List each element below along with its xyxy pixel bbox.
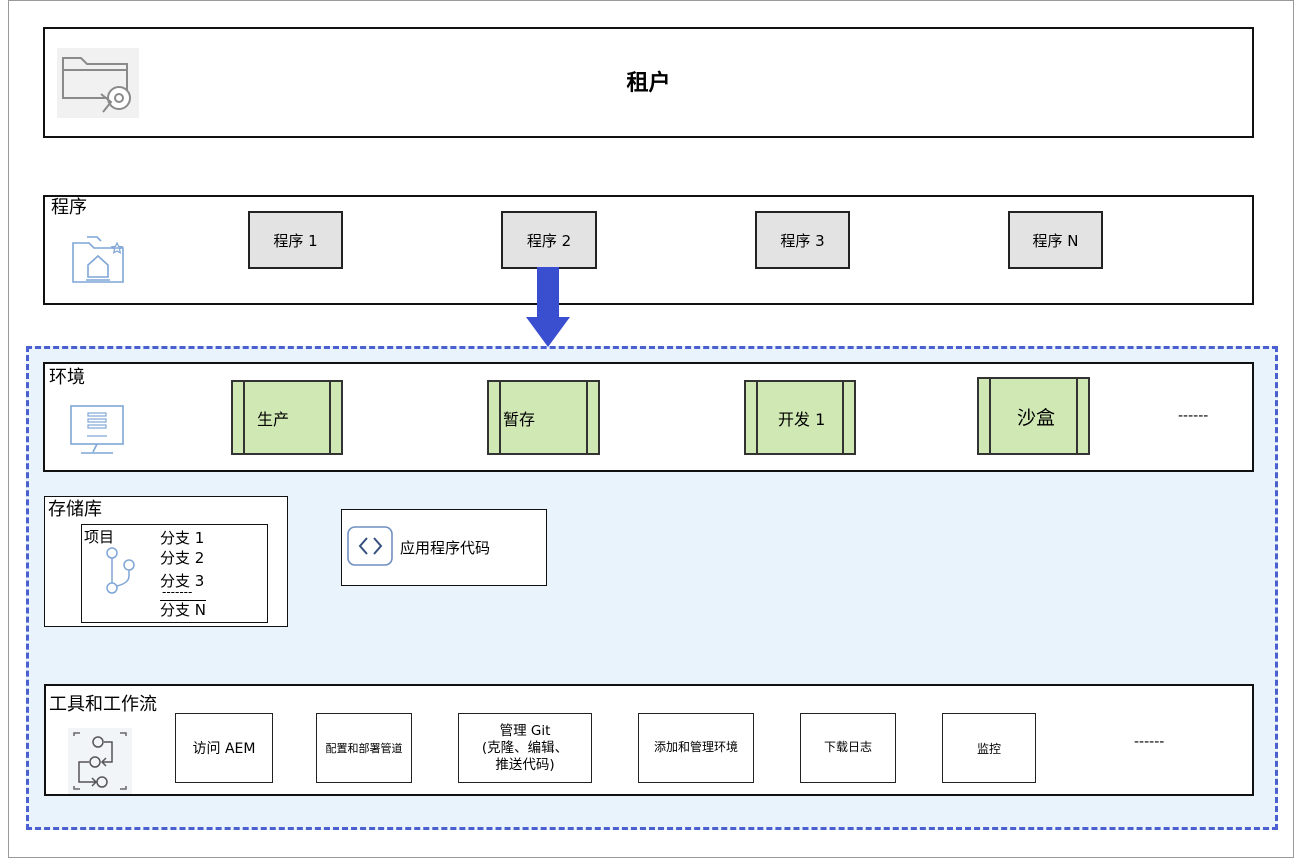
program-card-label: 程序 2 [526, 231, 572, 250]
program-card-label: 程序 1 [273, 231, 318, 250]
tool-label-line1: 管理 Git [499, 722, 551, 739]
app-code-box[interactable]: 应用程序代码 [341, 509, 547, 586]
tool-label: 配置和部署管道 [325, 742, 403, 755]
env-card-label: 沙盒 [1017, 406, 1056, 429]
tool-label: 下载日志 [823, 740, 872, 754]
env-card-sandbox[interactable]: 沙盒 [977, 377, 1090, 455]
branch-item-2: 分支 2 [160, 549, 205, 567]
program-card-label: 程序 N [1032, 231, 1079, 250]
env-card-label: 开发 1 [778, 409, 826, 429]
project-label: 项目 [84, 528, 115, 546]
tool-label: 监控 [976, 741, 1001, 756]
outer-frame [8, 0, 1294, 858]
tools-label: 工具和工作流 [49, 694, 157, 715]
tool-download-logs[interactable]: 下载日志 [800, 713, 896, 783]
repository-label: 存储库 [48, 499, 102, 520]
program-card-n[interactable]: 程序 N [1008, 211, 1103, 269]
tool-monitor[interactable]: 监控 [942, 713, 1036, 783]
environments-more: ------ [1178, 408, 1209, 424]
tool-access-aem[interactable]: 访问 AEM [175, 713, 273, 783]
tool-pipeline[interactable]: 配置和部署管道 [316, 713, 412, 783]
workflow-icon [68, 728, 132, 794]
tenant-box: 租户 [43, 27, 1254, 138]
tool-manage-git[interactable]: 管理 Git (克隆、编辑、 推送代码) [458, 713, 592, 783]
branch-item-n: 分支 N [160, 601, 206, 619]
environments-label: 环境 [49, 367, 85, 388]
env-card-label: 生产 [257, 409, 290, 429]
branch-item-1: 分支 1 [160, 529, 205, 547]
branch-item-3: 分支 3 [160, 572, 205, 590]
env-card-production[interactable]: 生产 [231, 380, 343, 455]
arrow-down-icon [526, 267, 570, 347]
monitor-icon [70, 405, 124, 454]
tool-label: 访问 AEM [192, 741, 256, 757]
program-card-2[interactable]: 程序 2 [501, 211, 597, 269]
tools-more: ------ [1134, 734, 1165, 750]
git-branch-icon [106, 547, 135, 594]
folder-gear-icon [57, 48, 139, 118]
env-card-dev1[interactable]: 开发 1 [744, 380, 856, 455]
app-code-label: 应用程序代码 [400, 539, 491, 557]
program-card-label: 程序 3 [780, 231, 825, 250]
project-box: 项目 分支 1 分支 2 分支 3 ------- 分支 N [81, 524, 268, 623]
env-card-label: 暂存 [503, 409, 536, 429]
env-card-staging[interactable]: 暂存 [487, 380, 600, 455]
tool-label: 添加和管理环境 [653, 740, 738, 754]
program-card-1[interactable]: 程序 1 [248, 211, 343, 269]
branch-separator: ------- [162, 585, 193, 599]
tenant-title: 租户 [626, 71, 671, 96]
code-icon [347, 526, 393, 566]
program-card-3[interactable]: 程序 3 [755, 211, 850, 269]
tool-label-line3: 推送代码) [495, 756, 555, 773]
tool-manage-env[interactable]: 添加和管理环境 [638, 713, 754, 783]
tool-label-line2: (克隆、编辑、 [481, 739, 569, 756]
programs-label: 程序 [51, 197, 87, 218]
folder-home-icon [72, 236, 124, 283]
